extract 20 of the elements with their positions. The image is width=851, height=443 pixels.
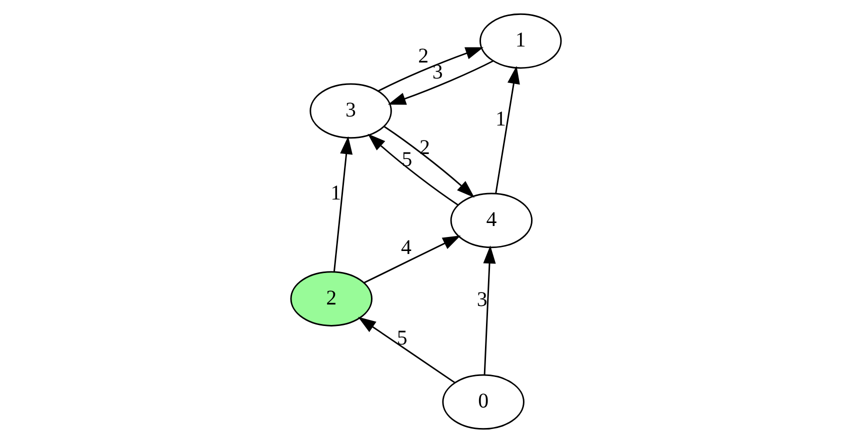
node-ellipse: 1: [478, 13, 562, 69]
arrow: [332, 136, 352, 272]
arrow: [387, 60, 494, 105]
edge-label: 2: [418, 43, 428, 68]
node-ellipse: 0: [442, 374, 524, 430]
edge-label: 1: [330, 180, 341, 205]
node-ellipse: 3: [309, 83, 392, 139]
edge-label: 5: [396, 326, 407, 350]
edge-label: 4: [400, 234, 412, 259]
edge-label: 3: [476, 286, 487, 311]
edge-label: 1: [495, 106, 506, 130]
arrow: [482, 246, 496, 375]
node-ellipse: 2: [290, 271, 372, 326]
node-ellipse: 4: [450, 192, 532, 248]
arrow: [377, 47, 484, 92]
arrow: [383, 126, 474, 198]
arrow: [367, 134, 458, 206]
arrow: [357, 316, 455, 384]
arrow: [494, 66, 520, 194]
arrow: [363, 235, 460, 284]
